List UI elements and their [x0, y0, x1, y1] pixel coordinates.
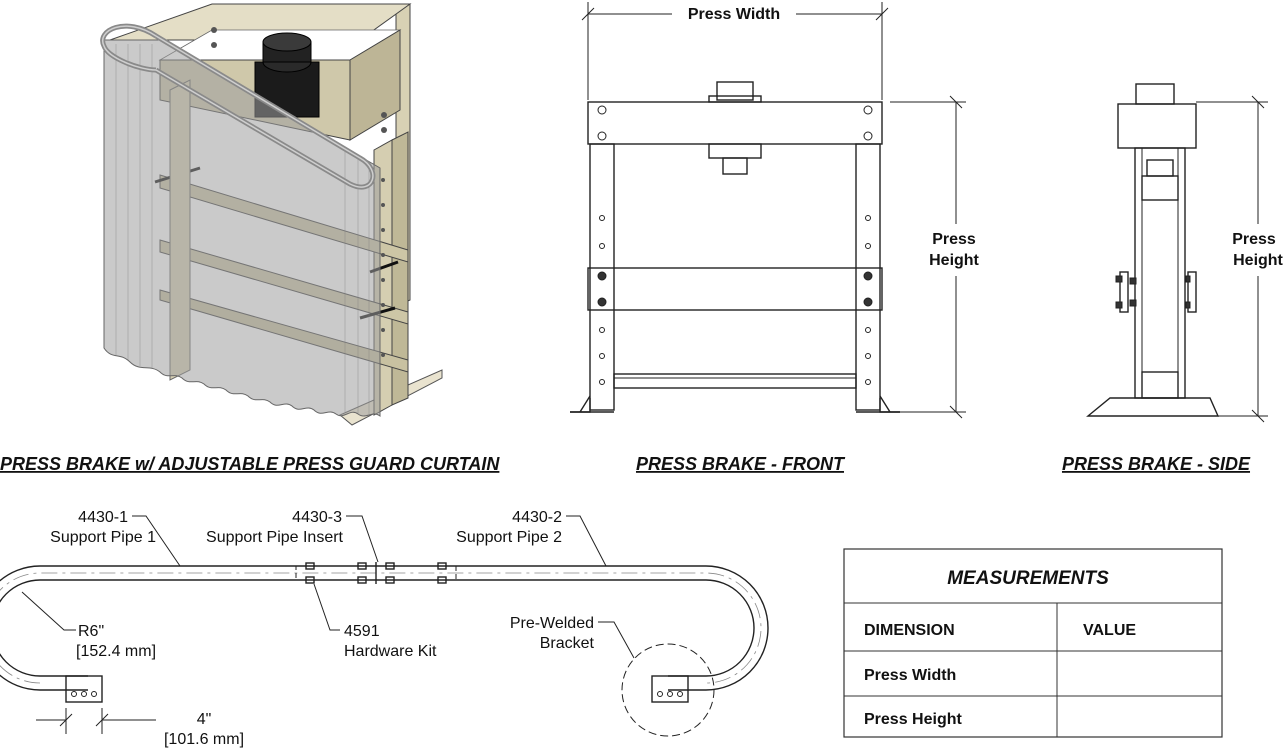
table-header-dimension: DIMENSION — [864, 622, 955, 639]
callout-pipe-insert-name: Support Pipe Insert — [206, 529, 344, 546]
callout-support-pipe-2-part: 4430-2 — [512, 509, 562, 526]
side-height-label-line2: Height — [1233, 252, 1283, 269]
side-view: Press Height — [1086, 83, 1284, 423]
table-header-value: VALUE — [1083, 622, 1136, 639]
press-height-label-line2: Height — [929, 252, 979, 269]
press-width-label: Press Width — [688, 6, 780, 23]
callout-hardware-kit-name: Hardware Kit — [344, 643, 437, 660]
side-height-label-line1: Press — [1232, 231, 1276, 248]
front-view-title: PRESS BRAKE - FRONT — [636, 454, 846, 474]
front-view: Press Width Pr — [570, 2, 980, 419]
callout-support-pipe-1-name: Support Pipe 1 — [50, 529, 156, 546]
offset-dimension-metric: [101.6 mm] — [164, 731, 244, 748]
callout-radius-metric: [152.4 mm] — [76, 643, 156, 660]
callout-support-pipe-2-name: Support Pipe 2 — [456, 529, 562, 546]
press-height-label-line1: Press — [932, 231, 976, 248]
callout-bracket-line1: Pre-Welded — [510, 615, 594, 632]
measurements-table: MEASUREMENTS DIMENSION VALUE Press Width… — [843, 548, 1223, 738]
callout-radius-imperial: R6" — [78, 623, 104, 640]
table-title: MEASUREMENTS — [947, 568, 1109, 589]
isometric-view-title: PRESS BRAKE w/ ADJUSTABLE PRESS GUARD CU… — [0, 454, 500, 474]
offset-dimension-imperial: 4" — [197, 711, 212, 728]
table-row-press-height: Press Height — [864, 711, 962, 728]
callout-hardware-kit-part: 4591 — [344, 623, 380, 640]
callout-support-pipe-1-part: 4430-1 — [78, 509, 128, 526]
callout-bracket-line2: Bracket — [540, 635, 595, 652]
table-row-press-width: Press Width — [864, 667, 956, 684]
side-view-title: PRESS BRAKE - SIDE — [1062, 454, 1251, 474]
callout-pipe-insert-part: 4430-3 — [292, 509, 342, 526]
isometric-view — [100, 3, 443, 426]
pipe-assembly-view: 4430-1 Support Pipe 1 4430-3 Support Pip… — [0, 509, 769, 748]
